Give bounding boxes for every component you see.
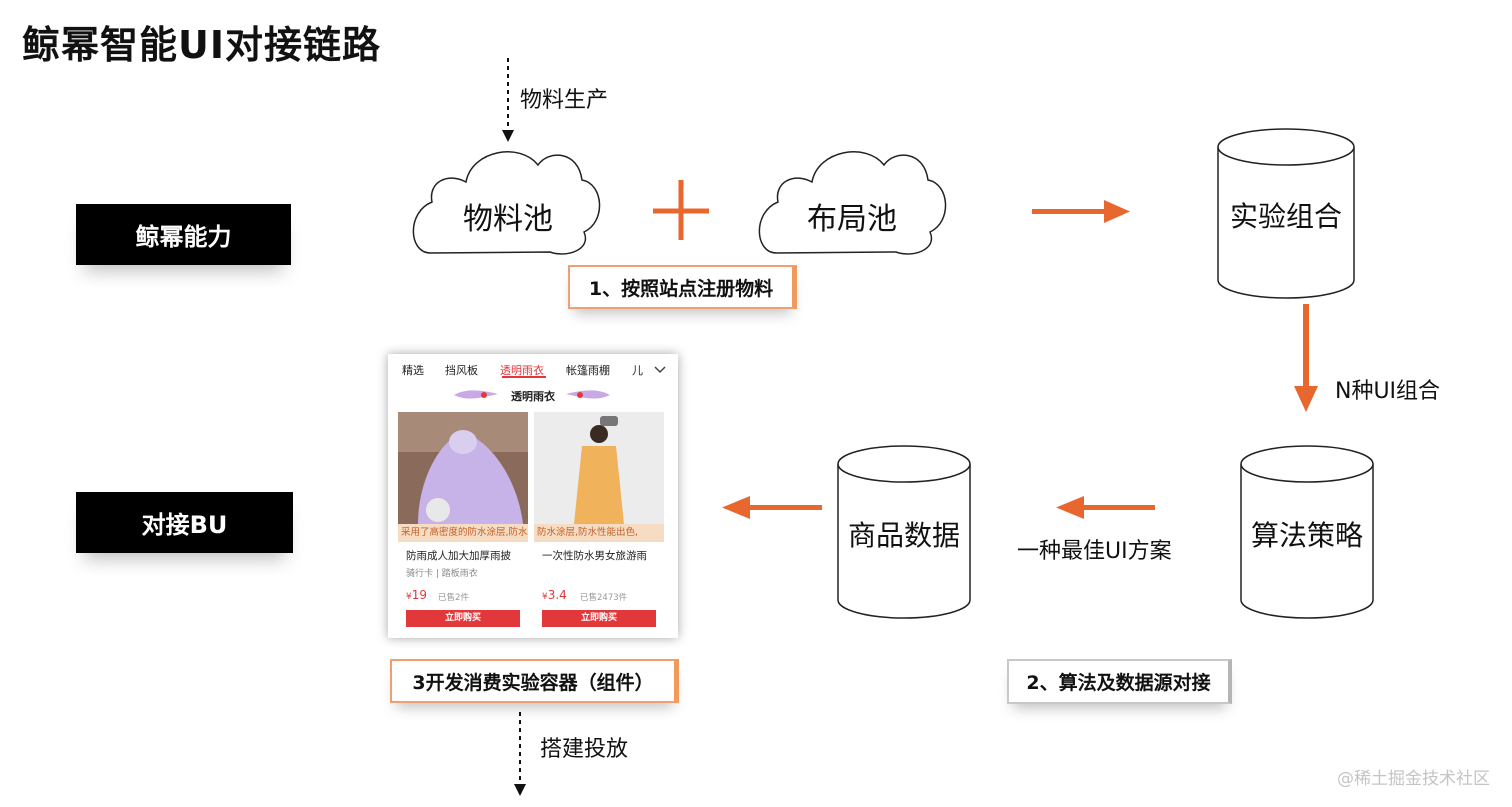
phone-mockup: 精选 挡风板 透明雨衣 帐篷雨棚 儿 透明雨衣 采用了高密度的防水涂层,防水 防… bbox=[388, 354, 678, 638]
product-sold-count: 已售2件 bbox=[438, 591, 469, 603]
buy-now-button[interactable]: 立即购买 bbox=[542, 610, 656, 627]
tab-tent[interactable]: 帐篷雨棚 bbox=[566, 362, 610, 378]
n-ui-combos-label: N种UI组合 bbox=[1335, 373, 1440, 405]
product-feature-band: 采用了高密度的防水涂层,防水 bbox=[398, 524, 528, 542]
chevron-down-icon[interactable] bbox=[654, 366, 666, 374]
watermark: @稀土掘金技术社区 bbox=[1337, 764, 1490, 789]
active-tab-indicator bbox=[502, 376, 546, 378]
arrow-to-phone bbox=[722, 496, 822, 519]
tab-kids[interactable]: 儿 bbox=[632, 362, 643, 378]
product-price: ¥19 bbox=[406, 588, 427, 602]
product-name: 一次性防水男女旅游雨 bbox=[542, 548, 647, 563]
step3-box: 3开发消费实验容器（组件） bbox=[390, 659, 679, 703]
product-image-raincoat-orange bbox=[534, 412, 664, 524]
section-title: 透明雨衣 bbox=[388, 388, 678, 404]
buy-now-button[interactable]: 立即购买 bbox=[406, 610, 520, 627]
algorithm-label: 算法策略 bbox=[1241, 514, 1373, 554]
deploy-arrow bbox=[514, 712, 526, 796]
product-data-label: 商品数据 bbox=[838, 514, 970, 554]
experiment-label: 实验组合 bbox=[1218, 195, 1354, 235]
layout-pool-label: 布局池 bbox=[762, 194, 942, 238]
tab-windshield[interactable]: 挡风板 bbox=[445, 362, 478, 378]
arrow-to-experiment bbox=[1032, 200, 1130, 223]
step1-box: 1、按照站点注册物料 bbox=[568, 265, 797, 309]
best-ui-label: 一种最佳UI方案 bbox=[1017, 533, 1172, 565]
arrow-to-product-data bbox=[1056, 496, 1155, 519]
product-feature-band: 防水涂层,防水性能出色, bbox=[534, 524, 664, 542]
arrow-to-algorithm bbox=[1294, 304, 1318, 412]
material-production-arrow bbox=[502, 58, 514, 142]
product-tag: 骑行卡 | 踏板雨衣 bbox=[406, 566, 478, 579]
wing-right-icon bbox=[566, 388, 610, 402]
plus-icon bbox=[653, 180, 709, 240]
category-tabs: 精选 挡风板 透明雨衣 帐篷雨棚 儿 bbox=[388, 362, 678, 382]
material-pool-label: 物料池 bbox=[418, 194, 598, 238]
product-price: ¥3.4 bbox=[542, 588, 567, 602]
product-sold-count: 已售2473件 bbox=[580, 591, 627, 603]
tab-featured[interactable]: 精选 bbox=[402, 362, 424, 378]
deploy-label: 搭建投放 bbox=[540, 731, 628, 763]
product-name: 防雨成人加大加厚雨披 bbox=[406, 548, 511, 563]
product-image-raincoat-purple bbox=[398, 412, 528, 524]
material-production-label: 物料生产 bbox=[520, 82, 608, 114]
step2-box: 2、算法及数据源对接 bbox=[1007, 659, 1232, 704]
